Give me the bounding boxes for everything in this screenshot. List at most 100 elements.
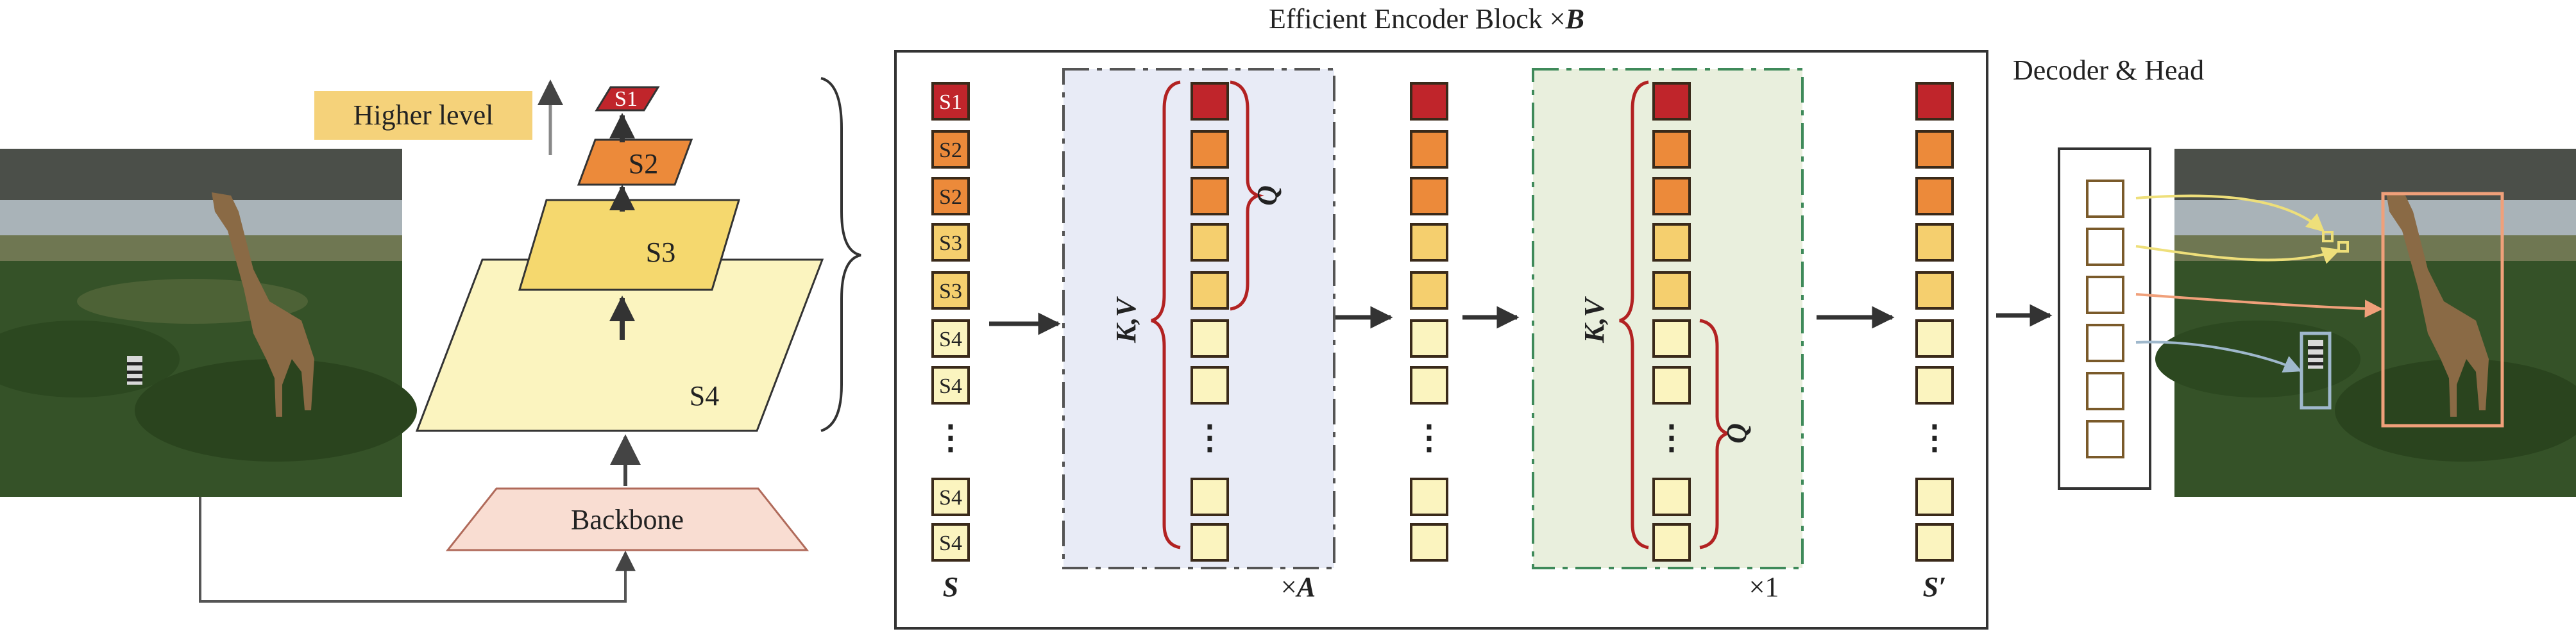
small-box-1 bbox=[2322, 231, 2334, 242]
input-token-label: S3 bbox=[939, 280, 962, 303]
q-brace-b bbox=[1699, 319, 1729, 549]
backbone-block: Backbone bbox=[445, 487, 809, 551]
intermediate-ellipsis: ⋮ bbox=[1412, 420, 1446, 456]
query-arrow-3 bbox=[2135, 293, 2383, 318]
input-token bbox=[931, 478, 970, 516]
input-token-label: S2 bbox=[939, 185, 962, 209]
input-token bbox=[931, 223, 970, 262]
encoder-block-frame bbox=[894, 50, 1988, 630]
intermediate-token-column: ⋮ bbox=[1410, 82, 1448, 562]
input-token bbox=[931, 177, 970, 215]
small-box-2 bbox=[2337, 241, 2349, 253]
input-token bbox=[931, 82, 970, 121]
decoder-query bbox=[2086, 420, 2124, 458]
input-token-label: S1 bbox=[939, 90, 962, 114]
attention-b-token bbox=[1652, 223, 1691, 262]
kv-label-b: K,V bbox=[1579, 296, 1610, 344]
output-token bbox=[1915, 223, 1954, 262]
pyramid-s1-label: S1 bbox=[614, 87, 638, 111]
input-ellipsis: ⋮ bbox=[934, 420, 967, 456]
output-token bbox=[1915, 82, 1954, 121]
input-token-label: S2 bbox=[939, 138, 962, 162]
q-brace-a bbox=[1230, 80, 1264, 311]
attention-b-token bbox=[1652, 366, 1691, 405]
backbone-label: Backbone bbox=[571, 504, 684, 535]
kv-brace-b bbox=[1619, 80, 1649, 549]
query-arrow-2 bbox=[2135, 245, 2341, 264]
output-token bbox=[1915, 319, 1954, 358]
input-token-label: S4 bbox=[939, 531, 962, 555]
attention-a-token bbox=[1191, 130, 1229, 169]
pyramid-level-s1 bbox=[595, 86, 660, 112]
input-token-label: S4 bbox=[939, 486, 962, 510]
kv-label-a: K,V bbox=[1110, 296, 1142, 344]
repeat-1-label: ×1 bbox=[1749, 571, 1779, 603]
repeat-a-label: ×A bbox=[1281, 571, 1316, 603]
attention-b-token-column: ⋮ bbox=[1652, 82, 1691, 562]
intermediate-token bbox=[1410, 319, 1448, 358]
input-token bbox=[931, 366, 970, 405]
intermediate-token bbox=[1410, 523, 1448, 562]
pyramid-level-s4 bbox=[415, 258, 824, 432]
attention-a-token bbox=[1191, 223, 1229, 262]
attention-b-token bbox=[1652, 130, 1691, 169]
output-token bbox=[1915, 523, 1954, 562]
pyramid-level-s3 bbox=[518, 199, 741, 291]
input-token bbox=[931, 130, 970, 169]
attention-a-token bbox=[1191, 366, 1229, 405]
input-label: S bbox=[943, 571, 958, 603]
attention-a-token-column: ⋮ bbox=[1191, 82, 1229, 562]
intermediate-token bbox=[1410, 223, 1448, 262]
giraffe-figure bbox=[212, 192, 314, 417]
pyramid-curly-brace bbox=[820, 77, 861, 432]
decoder-query bbox=[2086, 180, 2124, 218]
input-token bbox=[931, 523, 970, 562]
query-arrow-4 bbox=[2135, 340, 2302, 373]
intermediate-token bbox=[1410, 177, 1448, 215]
query-arrow-1 bbox=[2135, 194, 2325, 232]
attention-a-ellipsis: ⋮ bbox=[1193, 420, 1226, 456]
attention-b-token bbox=[1652, 271, 1691, 310]
output-ellipsis: ⋮ bbox=[1918, 420, 1951, 456]
image-to-backbone-connector bbox=[199, 497, 636, 603]
attention-b-token bbox=[1652, 82, 1691, 121]
attention-a-token bbox=[1191, 177, 1229, 215]
output-token bbox=[1915, 130, 1954, 169]
output-token bbox=[1915, 366, 1954, 405]
attention-b-token bbox=[1652, 319, 1691, 358]
input-token-label: S4 bbox=[939, 374, 962, 398]
kv-brace-a bbox=[1151, 80, 1181, 549]
higher-level-label: Higher level bbox=[353, 99, 494, 131]
pyramid-s2-label: S2 bbox=[629, 148, 658, 180]
higher-level-indicator: Higher level bbox=[314, 80, 563, 155]
output-token bbox=[1915, 478, 1954, 516]
attention-a-token bbox=[1191, 271, 1229, 310]
intermediate-token bbox=[1410, 478, 1448, 516]
pyramid-s3-label: S3 bbox=[646, 237, 675, 268]
attention-a-token bbox=[1191, 478, 1229, 516]
giraffe-bbox bbox=[2381, 192, 2504, 428]
output-image bbox=[2155, 149, 2576, 497]
input-token bbox=[931, 319, 970, 358]
decoder-query bbox=[2086, 324, 2124, 362]
intermediate-token bbox=[1410, 366, 1448, 405]
output-token-column: ⋮ bbox=[1915, 82, 1954, 562]
attention-a-token bbox=[1191, 82, 1229, 121]
input-token-label: S3 bbox=[939, 231, 962, 255]
attention-b-token bbox=[1652, 177, 1691, 215]
intermediate-token bbox=[1410, 130, 1448, 169]
feature-pyramid: S4 S3 S2 S1 bbox=[415, 86, 824, 432]
encoder-title: Efficient Encoder Block ×B bbox=[1269, 3, 1584, 35]
attention-a-token bbox=[1191, 319, 1229, 358]
output-token bbox=[1915, 271, 1954, 310]
q-label-a: Q bbox=[1251, 185, 1283, 206]
decoder-head-label: Decoder & Head bbox=[2013, 54, 2204, 86]
input-token bbox=[931, 271, 970, 310]
decoder-query bbox=[2086, 372, 2124, 410]
intermediate-token bbox=[1410, 271, 1448, 310]
decoder-query-column bbox=[2086, 180, 2124, 458]
pyramid-level-s2 bbox=[577, 138, 693, 186]
output-token bbox=[1915, 177, 1954, 215]
